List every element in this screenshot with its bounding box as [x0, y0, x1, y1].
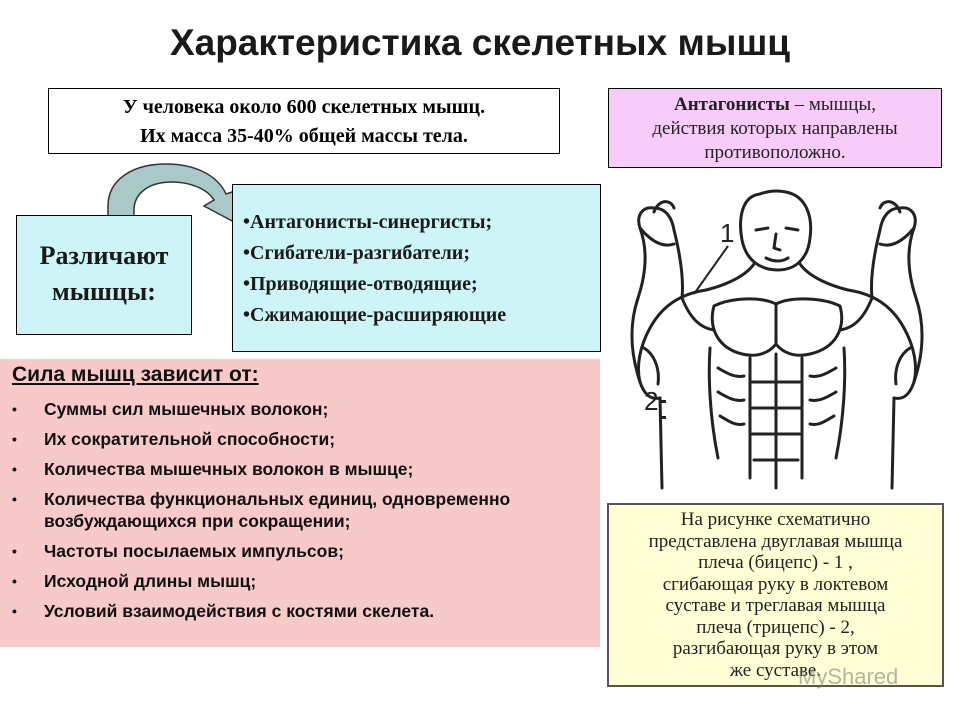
- label-1: 1: [720, 218, 734, 248]
- figure-caption-box: На рисунке схематично представлена двугл…: [607, 503, 944, 687]
- caption-line: разгибающая руку в этом: [672, 638, 879, 659]
- bullet-icon: •: [12, 431, 17, 447]
- strength-item: • Исходной длины мышц;: [12, 570, 597, 592]
- antagonists-definition-box: Антагонисты – мышцы, действия которых на…: [608, 88, 942, 168]
- strength-item-text: Условий взаимодействия с костями скелета…: [44, 601, 435, 621]
- caption-line: На рисунке схематично: [680, 509, 871, 530]
- strength-item-text: Исходной длины мышц;: [44, 571, 257, 591]
- bullet-icon: •: [12, 401, 17, 417]
- strength-item: • Количества мышечных волокон в мышце;: [12, 458, 597, 480]
- caption-line: плеча (бицепс) - 1 ,: [698, 552, 853, 573]
- strength-heading: Сила мышц зависит от:: [12, 363, 259, 386]
- strength-item-text: Количества функциональных единиц, одновр…: [44, 489, 511, 531]
- bullet-icon: •: [12, 573, 17, 589]
- bullet-icon: •: [12, 491, 17, 507]
- muscle-type-item: •Сгибатели-разгибатели;: [243, 242, 470, 264]
- strength-item-text: Их сократительной способности;: [44, 429, 336, 449]
- antagonists-line-1-rest: – мышцы,: [789, 94, 876, 115]
- watermark: MyShared: [798, 664, 899, 689]
- caption-line: представлена двуглавая мышца: [648, 530, 903, 552]
- caption-line: суставе и трeглавая мышца: [665, 595, 886, 616]
- caption-line: сгибающая руку в локтевом: [662, 573, 889, 595]
- caption-line: плеча (трицепс) - 2,: [696, 616, 855, 638]
- strength-panel: [0, 359, 600, 647]
- fact-box: У человека около 600 скелетных мышц. Их …: [48, 88, 560, 154]
- distinguish-box: Различают мышцы:: [16, 215, 192, 335]
- antagonists-term: Антагонисты: [674, 94, 790, 115]
- strength-item: • Условий взаимодействия с костями скелет…: [12, 600, 597, 622]
- strength-item-text: Частоты посылаемых импульсов;: [44, 541, 344, 561]
- antagonists-line-2: действия которых направлены: [652, 118, 898, 139]
- muscle-type-item: •Сжимающие-расширяющие: [243, 304, 507, 326]
- strength-item-text: Количества мышечных волокон в мышце;: [44, 459, 414, 479]
- distinguish-line-2: мышцы:: [52, 277, 156, 306]
- strength-item: • Их сократительной способности;: [12, 428, 597, 450]
- page-title: Характеристика скелетных мышц: [169, 22, 791, 63]
- bullet-icon: •: [12, 543, 17, 559]
- strength-item-text: Суммы сил мышечных волокон;: [44, 399, 329, 419]
- strength-item: • Суммы сил мышечных волокон;: [12, 398, 597, 420]
- strength-item: • Количества функциональных единиц, однов…: [12, 488, 597, 532]
- antagonists-line-1: Антагонисты – мышцы,: [609, 93, 941, 117]
- bullet-icon: •: [12, 461, 17, 477]
- strength-item: • Частоты посылаемых импульсов;: [12, 540, 597, 562]
- label-2: 2: [644, 386, 658, 416]
- antagonists-line-3: противоположно.: [704, 142, 846, 163]
- fact-line-1: У человека около 600 скелетных мышц.: [122, 96, 486, 118]
- strength-list: • Суммы сил мышечных волокон; • Их сократи…: [12, 398, 597, 630]
- distinguish-line-1: Различают: [39, 241, 169, 270]
- caption-line: же суставе.: [729, 659, 822, 681]
- muscle-type-item: •Приводящие-отводящие;: [243, 273, 478, 295]
- muscular-torso-illustration: 1 2: [630, 189, 924, 490]
- fact-line-2: Их масса 35-40% общей массы тела.: [140, 125, 468, 147]
- muscle-type-item: •Антагонисты-синергисты;: [243, 211, 493, 233]
- muscle-types-box: •Антагонисты-синергисты; •Сгибатели-разг…: [232, 184, 601, 352]
- bullet-icon: •: [12, 603, 17, 619]
